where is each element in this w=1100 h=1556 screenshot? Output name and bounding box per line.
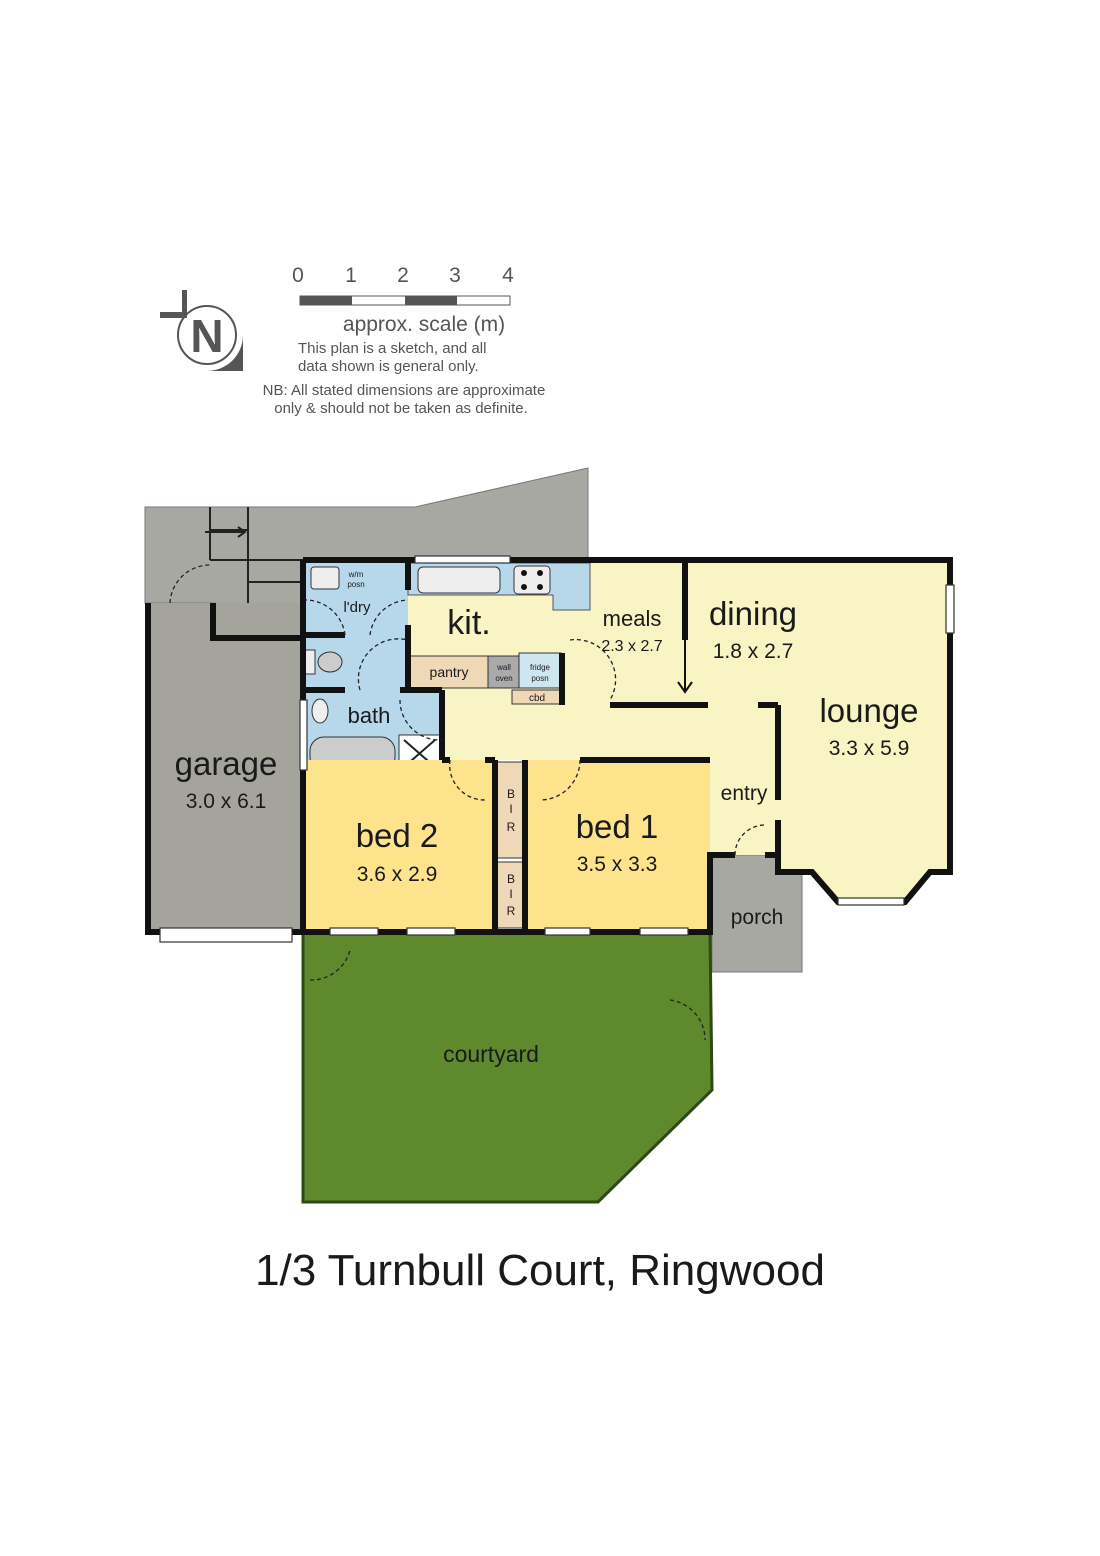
room-name-porch: porch xyxy=(731,906,784,929)
toilet-icon xyxy=(304,649,316,675)
wall-oven-label: oven xyxy=(495,674,512,683)
dining-arrow xyxy=(677,640,693,694)
room-name-bed1: bed 1 xyxy=(576,808,659,845)
disclaimer: data shown is general only. xyxy=(298,358,479,375)
stair-arrow xyxy=(205,526,247,538)
room-dims-lounge: 3.3 x 5.9 xyxy=(829,737,910,760)
svg-text:R: R xyxy=(507,904,516,918)
room-dims-bed2: 3.6 x 2.9 xyxy=(357,863,438,886)
basin-icon xyxy=(311,698,329,724)
disclaimer: This plan is a sketch, and all xyxy=(298,340,486,357)
nb-note: only & should not be taken as definite. xyxy=(274,400,528,417)
room-name-meals: meals xyxy=(603,606,662,631)
windows xyxy=(159,555,955,943)
wm-label: w/m xyxy=(348,570,364,579)
svg-text:B: B xyxy=(507,787,515,801)
svg-text:I: I xyxy=(509,802,512,816)
scale-tick: 0 xyxy=(292,264,304,287)
scale-tick: 3 xyxy=(449,264,461,287)
room-name-courtyard: courtyard xyxy=(443,1041,539,1067)
wall-oven-label: wall xyxy=(496,663,511,672)
room-name-bed2: bed 2 xyxy=(356,817,439,854)
fridge-label: fridge xyxy=(530,663,551,672)
north-compass: N xyxy=(160,290,243,371)
pantry-label: pantry xyxy=(430,664,469,680)
svg-text:R: R xyxy=(507,820,516,834)
cooktop-icon xyxy=(513,565,551,595)
courtyard-lawn xyxy=(301,930,714,1204)
toilet-icon xyxy=(317,651,343,673)
room-dims-dining: 1.8 x 2.7 xyxy=(713,640,794,663)
scale-label: approx. scale (m) xyxy=(343,313,505,336)
svg-text:I: I xyxy=(509,887,512,901)
north-label: N xyxy=(190,310,223,362)
living-floor xyxy=(408,563,950,902)
svg-text:B: B xyxy=(507,872,515,886)
room-name-dining: dining xyxy=(709,595,797,632)
bed1-floor xyxy=(525,760,710,930)
room-name-entry: entry xyxy=(721,782,768,805)
trough-icon xyxy=(310,566,340,590)
nb-note: NB: All stated dimensions are approximat… xyxy=(263,382,546,399)
bed2-floor xyxy=(305,760,495,930)
wm-label: posn xyxy=(347,580,364,589)
room-dims-bed1: 3.5 x 3.3 xyxy=(577,853,658,876)
scale-bar: 0 1 2 3 4 approx. scale (m) xyxy=(292,264,514,336)
property-address: 1/3 Turnbull Court, Ringwood xyxy=(255,1246,825,1295)
room-name-garage: garage xyxy=(175,745,278,782)
room-name-kitchen: kit. xyxy=(447,604,490,642)
fridge-label: posn xyxy=(531,674,548,683)
door-swings xyxy=(169,564,766,1041)
room-name-lounge: lounge xyxy=(819,692,918,729)
room-dims-garage: 3.0 x 6.1 xyxy=(186,790,267,813)
pantry xyxy=(409,655,489,689)
scale-tick: 1 xyxy=(345,264,357,287)
scale-tick: 2 xyxy=(397,264,409,287)
sink-icon xyxy=(417,566,501,594)
scale-tick: 4 xyxy=(502,264,514,287)
room-name-bath: bath xyxy=(348,703,391,728)
room-name-laundry: l'dry xyxy=(343,599,371,616)
cbd-label: cbd xyxy=(529,693,545,704)
room-dims-meals: 2.3 x 2.7 xyxy=(601,638,662,655)
bir-label: BIR BIR xyxy=(507,787,516,918)
wall-oven xyxy=(487,655,520,689)
garage-floor xyxy=(148,603,303,930)
